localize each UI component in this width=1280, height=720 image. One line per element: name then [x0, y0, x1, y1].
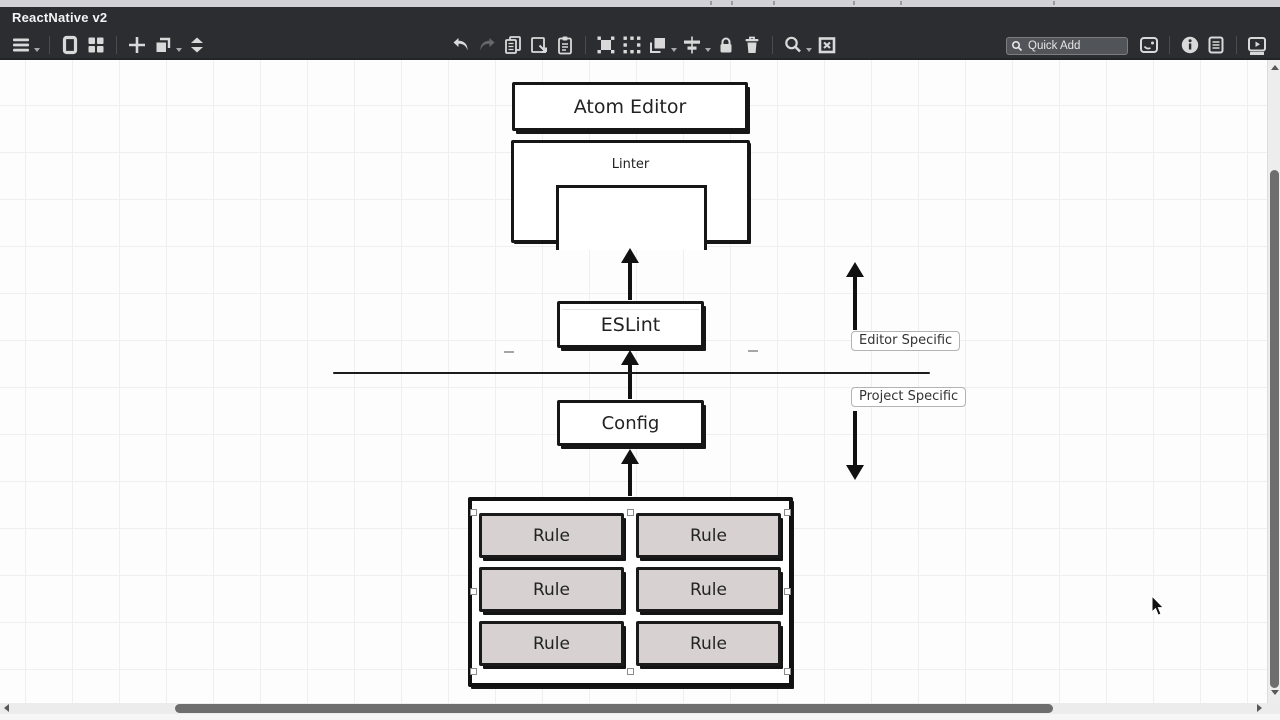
duplicate-icon[interactable] [151, 33, 175, 57]
node-label: Rule [689, 579, 727, 600]
strip-mark [773, 1, 775, 5]
top-strip [0, 0, 1280, 7]
node-rule[interactable]: Rule [479, 567, 624, 612]
clipboard-icon[interactable] [553, 33, 577, 57]
add-icon[interactable] [125, 33, 149, 57]
arrow-config-to-eslint[interactable] [621, 350, 639, 399]
horizontal-scroll-thumb[interactable] [175, 704, 1053, 713]
paste-style-icon[interactable] [527, 33, 551, 57]
redo-icon[interactable] [475, 33, 499, 57]
quick-add [1006, 36, 1128, 55]
annotation-project-specific[interactable]: Project Specific [851, 387, 967, 407]
copy-icon[interactable] [501, 33, 525, 57]
node-rule[interactable]: Rule [479, 513, 624, 558]
info-icon[interactable] [1178, 33, 1202, 57]
undo-icon[interactable] [449, 33, 473, 57]
align-caret-icon[interactable] [705, 48, 711, 52]
node-label: Rule [689, 525, 727, 546]
panel-single-icon[interactable] [58, 33, 82, 57]
zoom-icon[interactable] [781, 33, 805, 57]
node-label: Rule [532, 525, 570, 546]
strip-mark [731, 1, 733, 5]
align-icon[interactable] [680, 33, 704, 57]
selection-handle[interactable] [627, 668, 634, 675]
node-rule[interactable]: Rule [636, 621, 781, 666]
vertical-scrollbar[interactable] [1267, 60, 1280, 703]
selection-handle[interactable] [470, 668, 477, 675]
selection-handle[interactable] [627, 509, 634, 516]
node-atom-editor[interactable]: Atom Editor [512, 82, 748, 131]
menu-icon[interactable] [9, 33, 33, 57]
node-label: ESLint [600, 313, 661, 336]
node-label: Linter [611, 157, 650, 172]
node-label: Rule [532, 633, 570, 654]
mockup-canvas[interactable]: Atom Editor Linter ESLint Config Rule R [0, 60, 1280, 703]
arrow-eslint-to-linter[interactable] [621, 248, 639, 300]
group-icon[interactable] [594, 33, 618, 57]
node-eslint[interactable]: ESLint [557, 301, 704, 348]
bottom-strip [0, 714, 1280, 720]
trash-icon[interactable] [740, 33, 764, 57]
toolbar-right [1006, 33, 1270, 57]
lock-icon[interactable] [714, 33, 738, 57]
annotation-label: Editor Specific [859, 333, 953, 348]
project-title: ReactNative v2 [12, 10, 108, 25]
scroll-down-icon[interactable] [1271, 690, 1279, 695]
scroll-right-icon[interactable] [1257, 704, 1262, 712]
separator [585, 36, 586, 54]
ui-library-icon[interactable] [1137, 33, 1161, 57]
strip-mark [710, 1, 712, 5]
panel-grid-icon[interactable] [84, 33, 108, 57]
node-rule[interactable]: Rule [636, 513, 781, 558]
node-config[interactable]: Config [557, 400, 704, 446]
selection-handle[interactable] [784, 588, 791, 595]
node-label: Rule [532, 579, 570, 600]
export-region-icon[interactable] [815, 33, 839, 57]
present-icon[interactable] [1245, 33, 1269, 57]
zoom-caret-icon[interactable] [806, 48, 812, 52]
duplicate-caret-icon[interactable] [176, 48, 182, 52]
node-label: Rule [689, 633, 727, 654]
ungroup-icon[interactable] [620, 33, 644, 57]
annotation-label: Project Specific [859, 389, 959, 404]
separator [49, 36, 50, 54]
node-rule[interactable]: Rule [636, 567, 781, 612]
arrow-project-specific[interactable] [846, 411, 864, 480]
horizontal-scrollbar[interactable] [0, 703, 1280, 714]
selection-handle[interactable] [470, 509, 477, 516]
node-linter[interactable]: Linter [511, 140, 750, 250]
layers-caret-icon[interactable] [671, 48, 677, 52]
sketch-mark [748, 350, 758, 352]
header-bar: ReactNative v2 [0, 7, 1280, 60]
arrow-editor-specific[interactable] [846, 262, 864, 330]
node-label: Config [601, 412, 660, 434]
annotation-editor-specific[interactable]: Editor Specific [851, 331, 961, 351]
selection-handle[interactable] [784, 668, 791, 675]
scroll-left-icon[interactable] [4, 704, 9, 712]
vertical-scroll-thumb[interactable] [1270, 170, 1279, 688]
separator [1236, 36, 1237, 54]
arrow-rules-to-config[interactable] [621, 449, 639, 496]
reorder-icon[interactable] [185, 33, 209, 57]
node-rule[interactable]: Rule [479, 621, 624, 666]
linter-notch [556, 185, 707, 250]
separator [772, 36, 773, 54]
divider-line[interactable] [333, 372, 930, 374]
selection-handle[interactable] [470, 588, 477, 595]
toolbar-center [448, 33, 840, 57]
node-label: Atom Editor [573, 95, 687, 118]
strip-mark [853, 1, 855, 5]
layers-icon[interactable] [646, 33, 670, 57]
separator [116, 36, 117, 54]
notes-icon[interactable] [1204, 33, 1228, 57]
scroll-up-icon[interactable] [1271, 65, 1279, 70]
strip-mark [900, 1, 902, 5]
selection-handle[interactable] [784, 509, 791, 516]
separator [1169, 36, 1170, 54]
sketch-mark [504, 351, 514, 353]
menu-caret-icon[interactable] [34, 48, 40, 52]
quick-add-input[interactable] [1006, 36, 1128, 55]
strip-mark [1053, 1, 1055, 5]
toolbar-left [8, 33, 210, 57]
